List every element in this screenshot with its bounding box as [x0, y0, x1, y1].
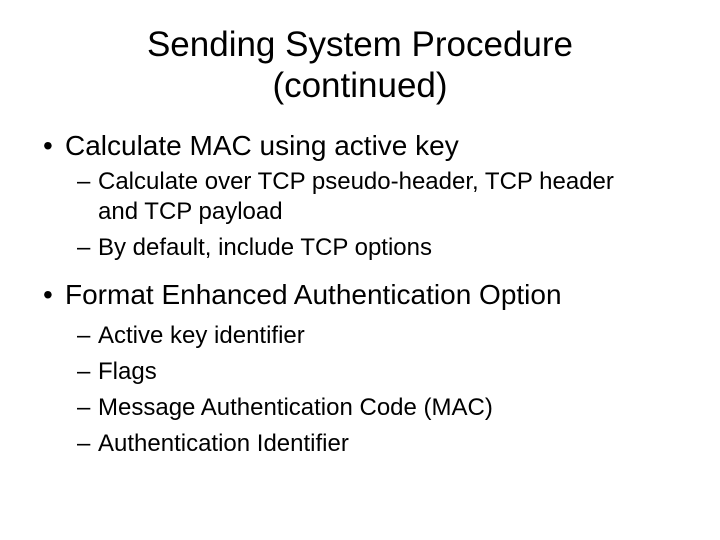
- bullet-dash-icon: –: [77, 394, 91, 421]
- bullet-dash-icon: –: [77, 358, 91, 385]
- bullet-dash-icon: –: [77, 234, 91, 261]
- bullet-level2-item: – Message Authentication Code (MAC): [0, 393, 720, 423]
- slide-title-line-2: (continued): [272, 66, 448, 105]
- bullet-dash-icon: –: [77, 322, 91, 349]
- bullet-level1-item: • Format Enhanced Authentication Option: [0, 277, 720, 313]
- bullet-level2-item: – Authentication Identifier: [0, 429, 720, 459]
- slide-title: Sending System Procedure (continued): [0, 24, 720, 106]
- bullet-level2-item: – Active key identifier: [0, 321, 720, 351]
- slide-title-line-1: Sending System Procedure: [146, 25, 574, 64]
- spacer: [0, 263, 720, 277]
- bullet-dash-icon: –: [77, 430, 91, 457]
- bullet-level2-label: Message Authentication Code (MAC): [98, 394, 493, 421]
- bullet-dash-icon: –: [77, 168, 91, 195]
- bullet-level2-item: – Flags: [0, 357, 720, 387]
- bullet-level2-label: Authentication Identifier: [98, 430, 349, 457]
- bullet-level2-item: – By default, include TCP options: [0, 233, 720, 263]
- bullet-level2-label: Calculate over TCP pseudo-header, TCP he…: [98, 168, 614, 225]
- bullet-dot-icon: •: [43, 279, 53, 310]
- slide-body: • Calculate MAC using active key – Calcu…: [0, 128, 720, 459]
- bullet-level2-item: – Calculate over TCP pseudo-header, TCP …: [0, 167, 720, 227]
- bullet-level1-label: Calculate MAC using active key: [65, 130, 459, 161]
- bullet-level1-item: • Calculate MAC using active key: [0, 128, 720, 164]
- bullet-level1-label: Format Enhanced Authentication Option: [65, 279, 562, 310]
- bullet-level2-label: Active key identifier: [98, 322, 305, 349]
- bullet-level2-label: Flags: [98, 358, 157, 385]
- spacer: [0, 313, 720, 321]
- bullet-dot-icon: •: [43, 130, 53, 161]
- bullet-level2-label: By default, include TCP options: [98, 234, 432, 261]
